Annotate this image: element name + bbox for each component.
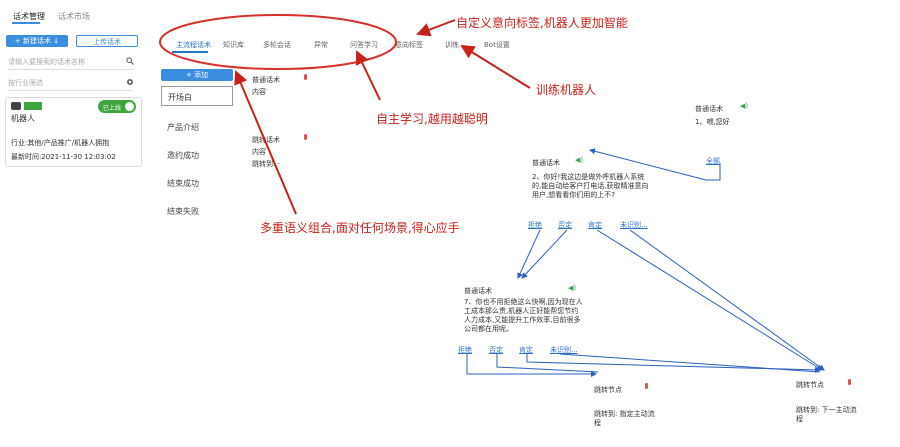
industry-filter-select[interactable]: 按行业筛选	[8, 78, 133, 91]
tab-script-management[interactable]: 话术管理	[13, 12, 45, 21]
jump-node-target: 跳转到: -	[252, 160, 281, 168]
branch-deny[interactable]: 否定	[489, 346, 503, 354]
online-toggle[interactable]: 已上线	[98, 100, 136, 113]
flow-node-title: 普通话术	[695, 105, 723, 113]
robot-icon	[11, 102, 21, 110]
script-card-name: 机器人	[11, 114, 35, 123]
flow-line	[596, 229, 823, 371]
script-card[interactable]: 机器人 已上线 行业:其他/产品推广/机器人拥抱 最新时间:2021-11-30…	[5, 97, 142, 167]
flow-node-text: 2、你好!我这边是做外呼机器人系统的,能自动给客户打电话,获取精准意向用户,想看…	[532, 173, 649, 199]
branch-unrecognized[interactable]: 未识别...	[620, 221, 648, 229]
branch-reject[interactable]: 拒绝	[528, 221, 542, 229]
flow-line	[496, 354, 599, 373]
jump-node-title: 跳转话术	[252, 136, 280, 144]
side-item-opening[interactable]: 开场白	[161, 86, 233, 106]
annotation-arrow	[416, 19, 456, 37]
flow-node-text: 7、你也不用拒绝这么快啊,因为现在人工成本那么贵,机器人正好能帮您节约人力成本,…	[464, 298, 583, 333]
tab-training[interactable]: 训练	[445, 41, 459, 49]
script-card-description: 行业:其他/产品推广/机器人拥抱	[11, 139, 110, 147]
flow-line	[466, 354, 597, 377]
flow-line	[559, 353, 821, 373]
flow-line	[629, 229, 825, 371]
speaker-icon[interactable]: ◀)	[740, 102, 749, 110]
toggle-knob	[125, 102, 134, 111]
jump-node-title: 跳转节点	[796, 381, 824, 389]
jump-node-title: 跳转节点	[594, 386, 622, 394]
tab-qa-learning[interactable]: 问答学习	[350, 41, 378, 49]
status-tag	[24, 102, 42, 110]
tab-main-flow[interactable]: 主流程话术	[176, 41, 211, 49]
branch-affirm[interactable]: 肯定	[588, 221, 602, 229]
flow-line	[706, 163, 721, 181]
gear-icon[interactable]	[126, 78, 134, 86]
side-item-opening-label: 开场白	[168, 93, 192, 102]
annotation-train: 训练机器人	[536, 83, 597, 97]
mic-icon[interactable]	[848, 379, 851, 385]
active-tab-underline	[12, 22, 40, 24]
tab-exception[interactable]: 异常	[314, 41, 328, 49]
mic-icon[interactable]	[304, 134, 307, 140]
flow-node-title: 普通话术	[464, 287, 492, 295]
branch-all[interactable]: 全部	[706, 157, 720, 165]
flow-line	[589, 148, 707, 181]
jump-node-target: 跳转到: 下一主动流程	[796, 406, 857, 423]
side-item-invite-success[interactable]: 邀约成功	[167, 151, 199, 160]
add-node-button[interactable]: + 添加	[161, 69, 233, 81]
branch-reject[interactable]: 拒绝	[458, 346, 472, 354]
tab-bot-settings[interactable]: Bot设置	[484, 41, 510, 49]
upload-script-button[interactable]: 上传话术	[76, 35, 138, 47]
search-input[interactable]: 请输入要搜索的话术名称	[8, 57, 133, 70]
speaker-icon[interactable]: ◀)	[568, 284, 577, 292]
script-card-updated: 最新时间:2021-11-30 12:03:02	[11, 153, 116, 161]
node-content: 内容	[252, 88, 266, 96]
annotation-intent-tags: 自定义意向标签,机器人更加智能	[456, 16, 628, 30]
flow-node-text: 1、喂,您好	[695, 118, 730, 126]
side-item-end-success[interactable]: 结束成功	[167, 179, 199, 188]
tab-script-market[interactable]: 话术市场	[58, 12, 90, 21]
search-icon[interactable]	[126, 57, 134, 65]
active-tab-indicator	[172, 51, 208, 53]
annotation-arrow	[460, 44, 531, 89]
side-item-end-failure[interactable]: 结束失败	[167, 207, 199, 216]
flow-line	[521, 229, 568, 279]
branch-unrecognized[interactable]: 未识别...	[550, 346, 578, 354]
mic-icon[interactable]	[304, 74, 307, 80]
jump-node-target: 跳转到: 指定主动流程	[594, 410, 655, 427]
flow-node-title: 普通话术	[532, 159, 560, 167]
toggle-label: 已上线	[103, 105, 122, 112]
left-panel: 话术管理 话术市场 + 新建话术 ↓ 上传话术 请输入要搜索的话术名称 按行业筛…	[0, 0, 148, 447]
annotation-multi-semantic: 多重语义组合,面对任何场景,得心应手	[260, 221, 460, 235]
mic-icon[interactable]	[645, 383, 648, 389]
annotation-arrow	[234, 70, 297, 215]
flow-line	[517, 229, 541, 279]
flow-line	[526, 354, 821, 373]
annotation-self-learn: 自主学习,越用越聪明	[376, 112, 488, 126]
annotation-ellipse	[159, 14, 397, 70]
jump-node-content: 内容	[252, 148, 266, 156]
side-item-product-intro[interactable]: 产品介绍	[167, 123, 199, 132]
new-script-button[interactable]: + 新建话术 ↓	[6, 35, 68, 47]
branch-affirm[interactable]: 肯定	[519, 346, 533, 354]
tab-multi-turn[interactable]: 多轮会话	[263, 41, 291, 49]
annotation-arrow	[355, 50, 381, 101]
node-title: 普通话术	[252, 76, 280, 84]
branch-deny[interactable]: 否定	[558, 221, 572, 229]
tab-knowledge-base[interactable]: 知识库	[223, 41, 244, 49]
speaker-icon[interactable]: ◀)	[575, 156, 584, 164]
tab-intent-tags[interactable]: 意向标签	[395, 41, 423, 49]
